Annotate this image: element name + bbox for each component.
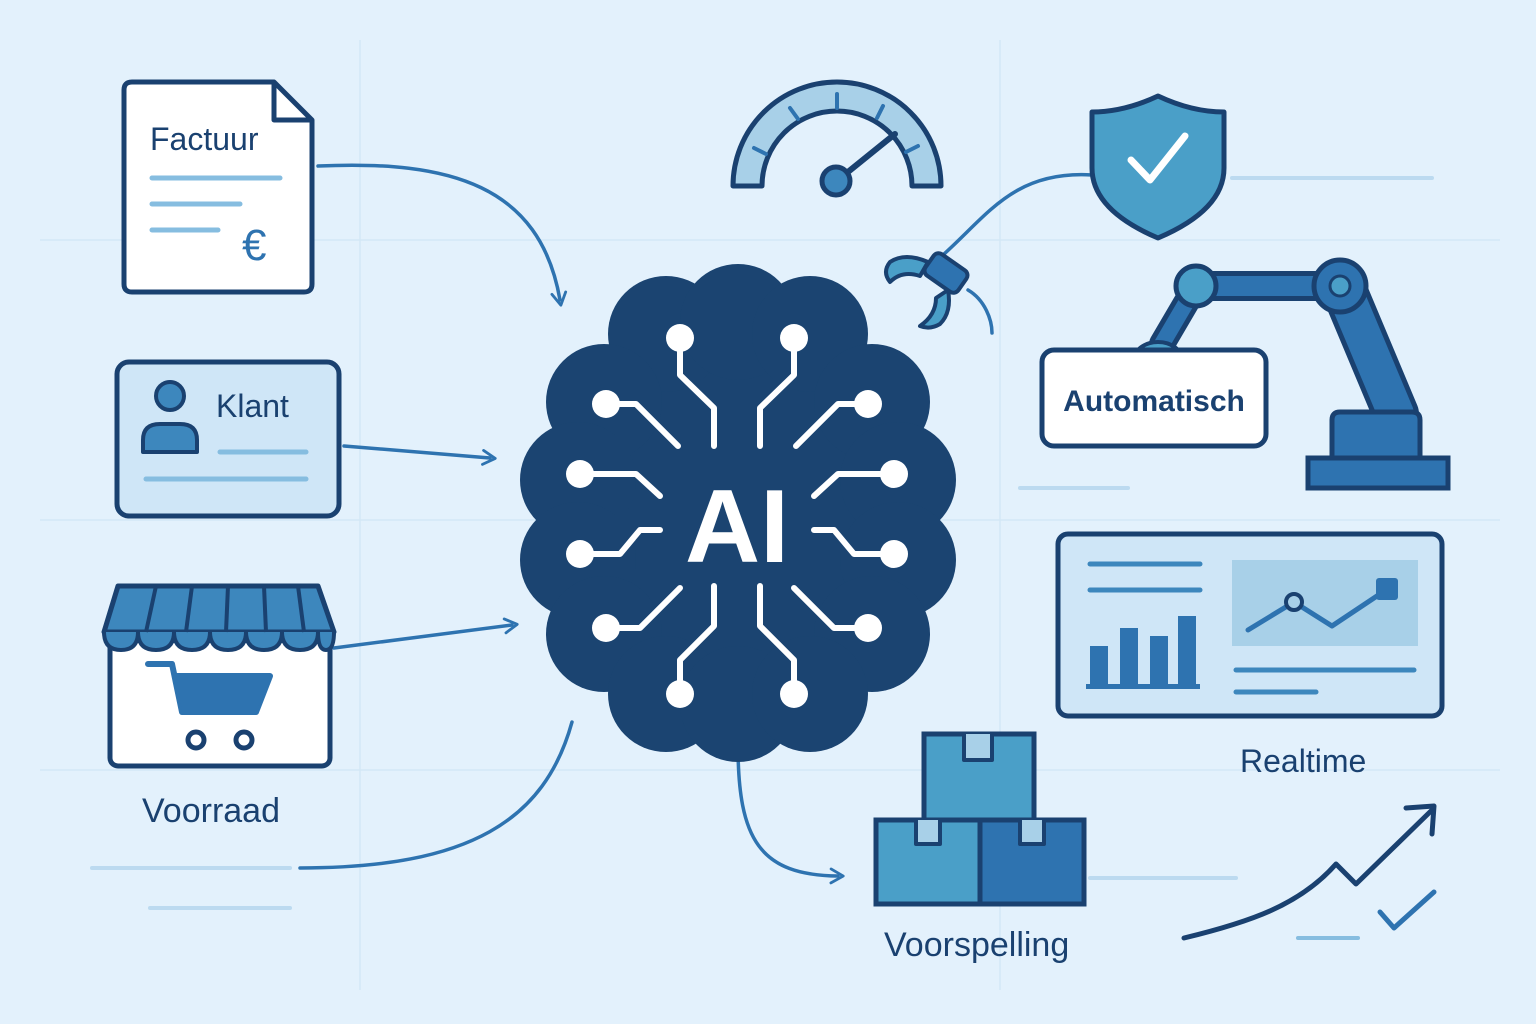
decorative-lines (90, 176, 1434, 910)
speedometer-icon (730, 79, 944, 198)
invoice-label: Factuur (150, 121, 259, 157)
inventory-label: Voorraad (142, 792, 280, 830)
store-icon (101, 583, 337, 769)
euro-icon: € (242, 221, 266, 270)
customer-card-icon: Klant (114, 359, 342, 519)
link-gripper-tail (966, 288, 994, 335)
trend-arrow-icon (1181, 803, 1437, 941)
robot-gripper-icon (884, 251, 970, 330)
bar-chart-icon (1086, 616, 1200, 689)
shield-check-icon (1089, 93, 1227, 241)
circuit-nodes (566, 324, 908, 708)
link-shield-to-robot (933, 172, 1094, 264)
check-icon (1377, 889, 1437, 931)
robot-arm-icon (1131, 257, 1451, 491)
shopping-cart-icon (145, 661, 273, 751)
arrow-invoice-to-ai (316, 163, 568, 307)
ai-brain-icon: AI (520, 264, 956, 762)
boxes-icon (873, 731, 1087, 907)
arrow-ai-to-forecast (736, 743, 845, 885)
arrow-inventory-sweep (298, 720, 574, 870)
background-grid (40, 40, 1500, 990)
invoice-document-icon: Factuur € (121, 79, 315, 295)
dashboard-icon (1055, 531, 1445, 719)
arrow-customer-to-ai (342, 444, 497, 466)
arrow-store-to-ai (332, 617, 519, 650)
connector-arrows (298, 163, 1094, 885)
user-icon (141, 380, 199, 454)
customer-label: Klant (216, 388, 289, 424)
ai-label: AI (685, 469, 789, 585)
line-chart-icon (1245, 578, 1398, 633)
realtime-label: Realtime (1240, 743, 1366, 779)
forecast-label: Voorspelling (884, 926, 1069, 964)
automation-badge: Automatisch (1039, 347, 1269, 449)
automation-label: Automatisch (1063, 385, 1245, 418)
